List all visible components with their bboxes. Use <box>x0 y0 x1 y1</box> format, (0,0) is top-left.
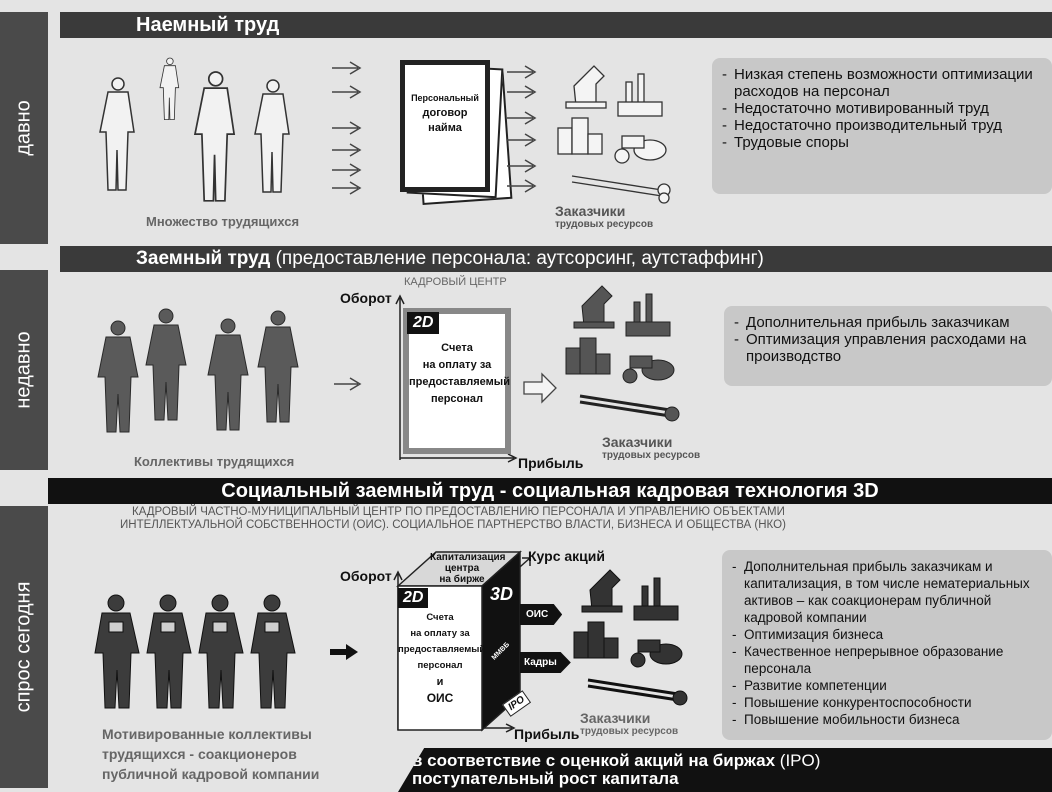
arrow-recent-left <box>334 377 362 391</box>
side-label-past: давно <box>0 12 48 244</box>
arrow-today-left <box>330 644 358 660</box>
arrow-recent-right <box>523 372 557 404</box>
side-label-today: спрос сегодня <box>0 506 48 788</box>
invoice-text-today: Счета на оплату за предоставляемый персо… <box>398 612 486 705</box>
axes-recent <box>395 294 518 463</box>
footer-banner: в соответствие с оценкой акций на биржах… <box>398 748 1052 792</box>
workers-dark-group <box>94 594 296 709</box>
badge-2d-recent: 2D <box>407 312 440 334</box>
section-title-today: Социальный заемный труд - социальная кад… <box>48 478 1052 504</box>
badge-2d-today: 2D <box>398 588 429 608</box>
customers-label-today: Заказчики трудовых ресурсов <box>580 710 679 737</box>
arrows-past-right <box>507 65 537 193</box>
bullets-recent: Дополнительная прибыль заказчикам Оптими… <box>724 306 1052 386</box>
badge-3d-today: 3D <box>490 584 514 604</box>
arrow-ois: ОИС <box>520 604 563 625</box>
bullets-past: Низкая степень возможности оптимизации р… <box>712 58 1052 194</box>
contract-sheet-front: Персональный договор найма <box>400 60 490 192</box>
bullets-today: Дополнительная прибыль заказчикам и капи… <box>722 550 1052 740</box>
arrow-staff: Кадры <box>520 652 571 673</box>
share-price-label: Курс акций <box>528 548 605 564</box>
workers-grey-group <box>97 308 299 433</box>
industry-icons-past <box>557 65 671 204</box>
arrows-past-left <box>332 61 362 195</box>
subtitle-today: КАДРОВЫЙ ЧАСТНО-МУНИЦИПАЛЬНЫЙ ЦЕНТР ПО П… <box>120 506 786 531</box>
customers-label-recent: Заказчики трудовых ресурсов <box>602 434 701 461</box>
invoice-card-recent: 2D Счета на оплату за предоставляемый пе… <box>403 308 511 454</box>
workers-outline-group <box>99 57 290 202</box>
hr-center-label: КАДРОВЫЙ ЦЕНТР <box>404 276 507 288</box>
workers-label-today: Мотивированные коллективы трудящихся - с… <box>102 726 320 782</box>
profit-label-today: Прибыль <box>514 726 580 742</box>
section-title-recent: Заемный труд (предоставление персонала: … <box>60 246 1052 272</box>
workers-label-recent: Коллективы трудящихся <box>134 454 295 469</box>
profit-label-recent: Прибыль <box>518 455 584 471</box>
capitalization-label: Капитализация центра на бирже <box>430 552 506 585</box>
workers-label-past: Множество трудящихся <box>146 214 300 229</box>
turnover-label-today: Оборот <box>340 568 392 584</box>
customers-label-past: Заказчики трудовых ресурсов <box>555 203 654 230</box>
cube-3d <box>396 550 522 732</box>
turnover-label-recent: Оборот <box>340 290 392 306</box>
side-label-recent: недавно <box>0 270 48 470</box>
industry-icons-recent <box>565 285 680 422</box>
industry-icons-today <box>573 569 688 706</box>
section-title-past: Наемный труд <box>60 12 1052 38</box>
